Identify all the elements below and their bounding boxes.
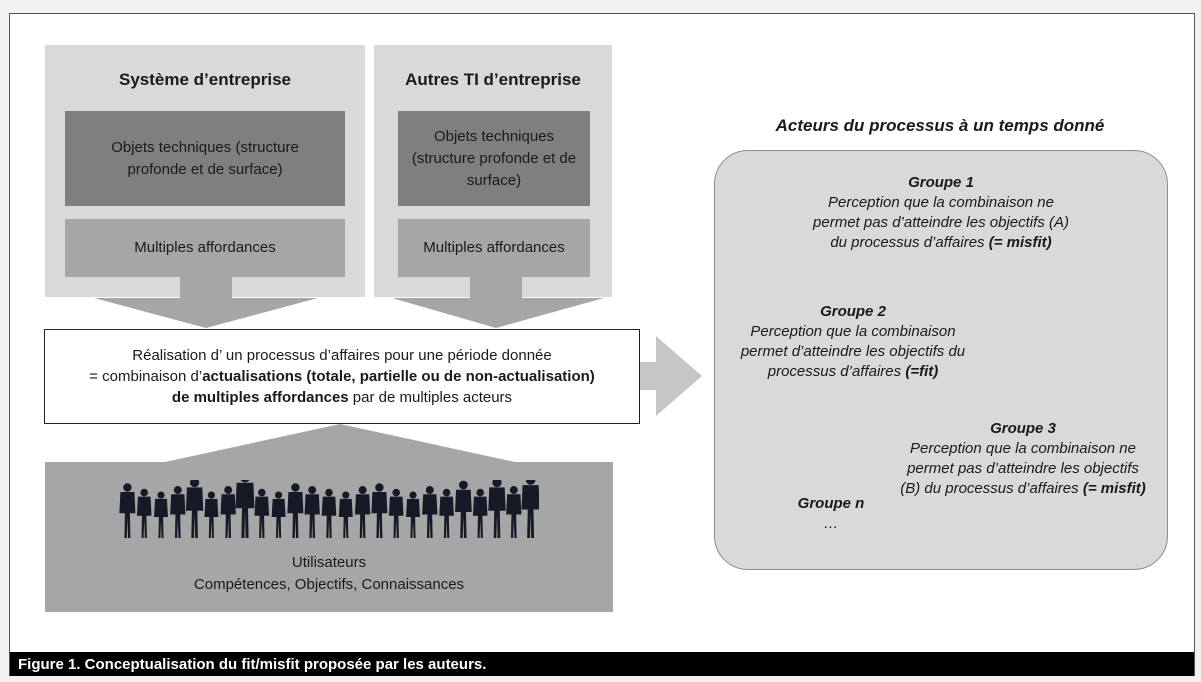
other-it-title: Autres TI d’entreprise	[405, 70, 581, 89]
enterprise-system-affordances: Multiples affordances	[65, 219, 345, 277]
person-body	[271, 498, 286, 538]
person-body	[455, 489, 472, 538]
group-2: Groupe 2 Perception que la combinaison p…	[728, 302, 978, 382]
person-head	[258, 488, 266, 497]
people-silhouettes-icon	[119, 480, 539, 538]
group-1-tag: (= misfit)	[988, 234, 1052, 251]
person-body	[304, 494, 320, 538]
person-head	[157, 491, 165, 499]
person-body	[371, 492, 388, 538]
group-1: Groupe 1 Perception que la combinaison n…	[810, 173, 1072, 253]
person-body	[439, 496, 454, 538]
down-arrow-right	[392, 277, 604, 328]
group-n: Groupe n …	[772, 494, 890, 534]
realization-line-2: = combinaison d’actualisations (totale, …	[89, 366, 595, 387]
other-it-affordances-label: Multiples affordances	[423, 239, 565, 256]
person-body	[220, 494, 236, 538]
enterprise-system-affordances-label: Multiples affordances	[134, 239, 276, 256]
person-body	[287, 492, 304, 538]
person-body	[354, 494, 371, 538]
person-head	[173, 486, 182, 495]
person-body	[506, 494, 522, 538]
person-head	[291, 483, 300, 492]
person-head	[308, 486, 317, 495]
group-3-title: Groupe 3	[990, 420, 1056, 437]
down-arrow-left	[94, 277, 318, 328]
users-title: Utilisateurs	[291, 554, 367, 571]
realization-line-3-suffix: par de multiples acteurs	[348, 389, 513, 406]
group-3-tag: (= misfit)	[1082, 480, 1146, 497]
person-head	[189, 480, 200, 488]
person-head	[409, 491, 417, 499]
realization-line-2-prefix: = combinaison d’	[89, 368, 203, 385]
person-body	[136, 496, 152, 538]
person-body	[170, 494, 186, 538]
actors-box	[714, 150, 1168, 570]
actors-title: Acteurs du processus à un temps donné	[775, 116, 1105, 135]
right-arrow-actors	[640, 336, 702, 416]
person-body	[185, 487, 204, 538]
group-3-text: Perception que la combinaison ne permet …	[900, 440, 1139, 497]
realization-line-3-bold: de multiples affordances	[171, 389, 349, 406]
person-head	[275, 491, 283, 499]
person-head	[224, 486, 233, 495]
group-2-tag: (=fit)	[905, 363, 939, 380]
person-head	[476, 488, 484, 497]
group-n-title: Groupe n	[797, 495, 865, 512]
person-head	[509, 486, 518, 495]
person-body	[488, 487, 506, 538]
realization-line-3: de multiples affordances par de multiple…	[172, 387, 512, 408]
enterprise-system-technical-objects-label: Objets techniques (structure profonde et…	[111, 138, 299, 178]
group-1-text: Perception que la combinaison ne permet …	[813, 194, 1069, 251]
person-head	[358, 486, 367, 495]
person-head	[123, 483, 132, 492]
group-2-title: Groupe 2	[820, 303, 886, 320]
person-body	[338, 498, 353, 538]
person-body	[119, 492, 136, 538]
group-2-text: Perception que la combinaison permet d’a…	[740, 323, 966, 380]
group-3: Groupe 3 Perception que la combinaison n…	[900, 419, 1146, 499]
group-n-text: …	[823, 515, 839, 532]
person-head	[425, 486, 434, 495]
person-head	[207, 491, 215, 499]
person-body	[254, 496, 270, 538]
person-head	[240, 480, 250, 483]
users-attributes: Compétences, Objectifs, Connaissances	[193, 576, 465, 593]
person-body	[235, 482, 255, 538]
other-it-technical-objects-label: Objets techniques (structure profonde et…	[411, 127, 577, 189]
users-box: Utilisateurs Compétences, Objectifs, Con…	[45, 462, 613, 612]
person-head	[392, 488, 400, 497]
person-body	[321, 496, 337, 538]
person-head	[492, 480, 502, 488]
realization-line-1: Réalisation d’ un processus d’affaires p…	[132, 347, 552, 364]
person-body	[521, 485, 539, 538]
person-body	[204, 498, 219, 538]
process-realization-box: Réalisation d’ un processus d’affaires p…	[44, 329, 640, 424]
person-head	[442, 488, 451, 497]
person-body	[388, 496, 404, 538]
other-it-technical-objects: Objets techniques (structure profonde et…	[398, 111, 590, 206]
person-head	[375, 483, 384, 492]
person-head	[325, 488, 333, 497]
person-body	[422, 494, 438, 538]
person-head	[140, 488, 148, 497]
person-body	[472, 496, 488, 538]
realization-line-2-bold: actualisations (totale, partielle ou de …	[202, 368, 595, 385]
group-1-title: Groupe 1	[908, 174, 974, 191]
person-head	[525, 480, 536, 485]
person-head	[342, 491, 350, 499]
other-it-affordances: Multiples affordances	[398, 219, 590, 277]
person-body	[406, 498, 420, 538]
enterprise-system-title: Système d’entreprise	[119, 70, 291, 89]
enterprise-system-technical-objects: Objets techniques (structure profonde et…	[65, 111, 345, 206]
figure-caption: Figure 1. Conceptualisation du fit/misfi…	[10, 652, 1194, 676]
person-body	[154, 498, 168, 538]
person-head	[458, 480, 468, 490]
